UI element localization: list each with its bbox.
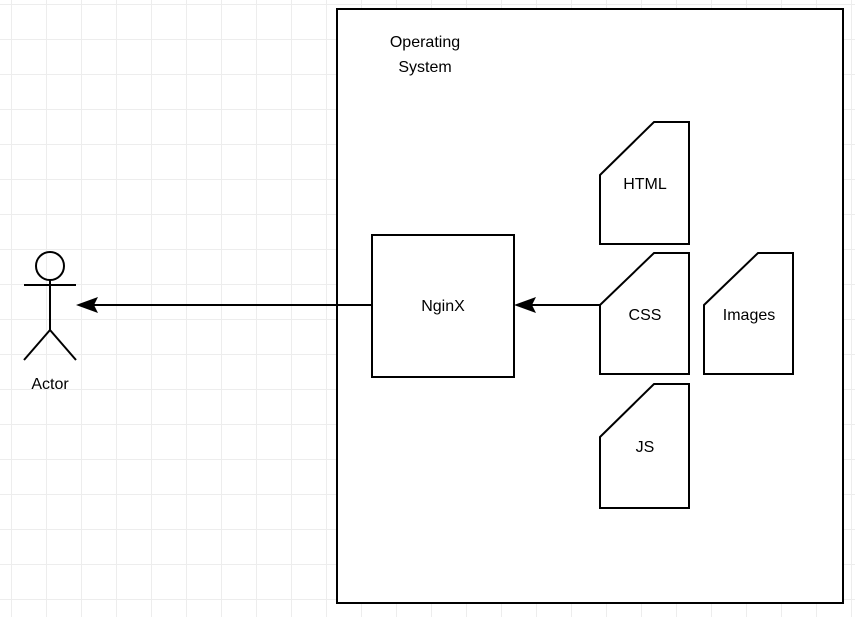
images-shape[interactable] [703, 252, 794, 375]
css-node[interactable]: CSS [599, 252, 690, 375]
connector-css-to-nginx-arrowhead [514, 297, 536, 313]
actor-right-leg-line [49, 329, 77, 361]
css-shape[interactable] [599, 252, 690, 375]
connector-nginx-to-actor[interactable] [76, 297, 372, 313]
js-label: JS [636, 439, 655, 456]
actor[interactable]: Actor [23, 251, 77, 393]
connector-nginx-to-actor-arrowhead [76, 297, 98, 313]
connector-css-to-nginx[interactable] [514, 297, 600, 313]
actor-label: Actor [31, 376, 69, 393]
nginx-rect[interactable] [371, 234, 515, 378]
js-shape[interactable] [599, 383, 690, 509]
actor-head-icon [35, 251, 65, 281]
images-node[interactable]: Images [703, 252, 794, 375]
js-node[interactable]: JS [599, 383, 690, 509]
html-node[interactable]: HTML [599, 121, 690, 245]
html-shape[interactable] [599, 121, 690, 245]
actor-left-leg-line [23, 329, 51, 361]
nginx-label: NginX [421, 298, 465, 315]
html-label: HTML [623, 176, 667, 193]
nginx-node[interactable]: NginX [371, 234, 515, 378]
operating-system-label-line1: Operating [390, 34, 460, 51]
operating-system-label-line2: System [398, 59, 451, 76]
images-label: Images [723, 307, 775, 324]
css-label: CSS [629, 307, 662, 324]
